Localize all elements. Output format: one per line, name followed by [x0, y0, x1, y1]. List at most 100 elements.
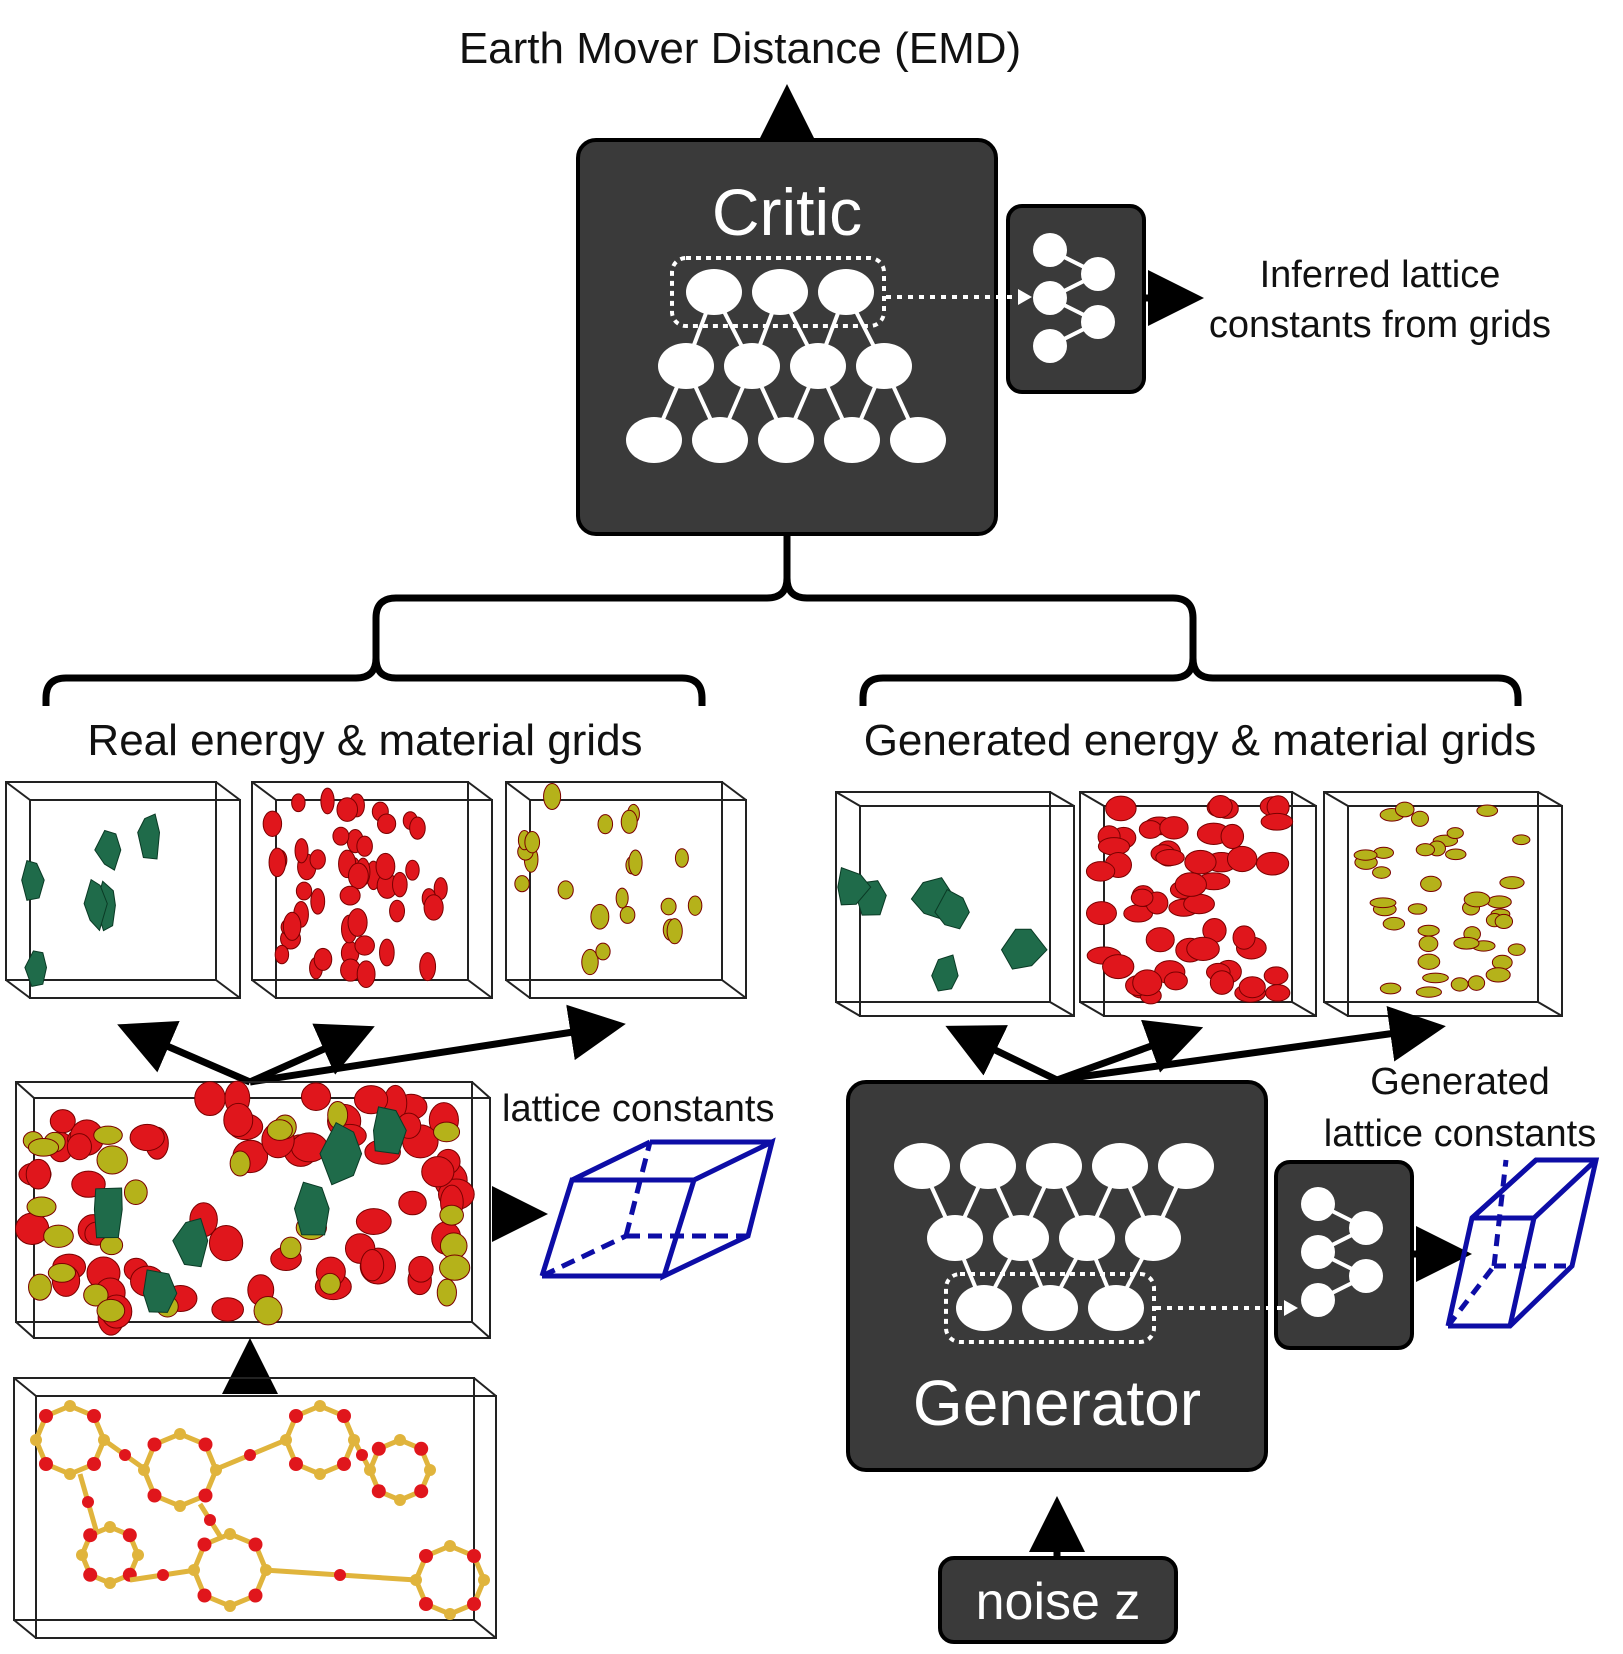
material-blob: [93, 1125, 123, 1145]
energy-blob: [934, 888, 970, 930]
combined-grid-cube-edge: [15, 1321, 35, 1339]
network-node: [824, 417, 880, 463]
real-yellow-cube-edge: [505, 781, 531, 801]
material-blob: [266, 1119, 293, 1141]
brace-real-right: [372, 657, 706, 706]
network-node: [1349, 1259, 1383, 1293]
real-red-cube-edge: [251, 781, 277, 801]
material-blob: [1174, 872, 1207, 897]
material-blob: [1499, 876, 1525, 890]
silicon-atom: [478, 1574, 490, 1586]
material-blob: [66, 1133, 92, 1161]
material-blob: [282, 911, 302, 941]
material-blob: [1232, 925, 1256, 950]
oxygen-atom: [334, 1569, 346, 1581]
silicon-atom: [64, 1468, 76, 1480]
material-blob: [408, 1255, 434, 1283]
silicon-atom: [224, 1528, 236, 1540]
arrow-to-real-energy: [117, 1021, 252, 1086]
material-blob: [1420, 875, 1442, 893]
material-blob: [123, 1179, 148, 1206]
material-blob: [1132, 969, 1163, 997]
critic-network: [626, 269, 946, 463]
material-blob: [581, 948, 599, 976]
material-blob: [295, 881, 313, 901]
oxygen-atom: [119, 1449, 131, 1461]
oxygen-atom: [419, 1549, 433, 1563]
inferred-line-2: constants from grids: [1208, 304, 1552, 346]
material-blob: [229, 1150, 251, 1177]
material-blob: [1382, 916, 1406, 931]
gen-energy-cube-edge: [1049, 791, 1075, 807]
material-blob: [1507, 943, 1526, 956]
energy-blob: [293, 1181, 330, 1236]
network-node: [1033, 233, 1067, 267]
material-blob: [1417, 924, 1440, 937]
energy-blob: [319, 1122, 363, 1186]
oxygen-atom: [356, 1449, 368, 1461]
material-blob: [279, 1236, 302, 1260]
silicon-atom: [104, 1521, 116, 1533]
material-blob: [354, 935, 375, 956]
material-blob: [262, 810, 283, 837]
gen-energy-cube-edge: [1049, 1001, 1075, 1017]
network-node: [1301, 1235, 1335, 1269]
critic-to-head-arrowhead: [1018, 289, 1032, 305]
material-blob: [660, 897, 677, 916]
real-yellow-cube-edge: [721, 781, 747, 801]
material-blob: [379, 938, 395, 967]
oxygen-atom: [248, 1537, 263, 1552]
material-blob: [15, 1212, 50, 1245]
material-blob: [1379, 982, 1402, 995]
network-node: [1022, 1285, 1078, 1331]
material-blob: [376, 813, 397, 834]
gen-red-cube-edge: [1079, 1001, 1105, 1017]
gen-energy-cube-edge: [835, 791, 861, 807]
material-blob: [356, 835, 373, 857]
critic-label: Critic: [711, 175, 863, 249]
generator-feature-highlight: [944, 1272, 1156, 1344]
network-node: [1158, 1143, 1214, 1189]
network-node: [1125, 1215, 1181, 1261]
material-blob: [1450, 977, 1469, 992]
generated-lattice-line-2: lattice constants: [1323, 1113, 1597, 1155]
material-blob: [1265, 984, 1291, 1002]
silicon-atom: [174, 1500, 186, 1512]
material-blob: [99, 1235, 124, 1256]
silicon-atom: [394, 1434, 406, 1446]
network-node: [960, 1143, 1016, 1189]
network-node: [1088, 1285, 1144, 1331]
material-blob: [1097, 837, 1131, 856]
zeolite-cell-edge: [13, 1619, 37, 1639]
emd-title: Earth Mover Distance (EMD): [458, 24, 1022, 73]
generated-lattice-cell: [1445, 1157, 1600, 1329]
energy-blob: [142, 1269, 178, 1313]
network-node: [1092, 1143, 1148, 1189]
material-blob: [223, 1102, 254, 1138]
material-blob: [1415, 843, 1436, 857]
material-blob: [1410, 810, 1429, 827]
network-node: [993, 1215, 1049, 1261]
material-blob: [1453, 936, 1480, 950]
material-blob: [439, 1204, 464, 1226]
network-node: [894, 1143, 950, 1189]
network-node: [1301, 1283, 1335, 1317]
zeolite-cell-edge: [473, 1377, 497, 1397]
real-grids-label: Real energy & material grids: [87, 716, 643, 765]
zeolite-cell-back: [35, 1395, 497, 1639]
gen-yellow-cube-edge: [1323, 791, 1349, 807]
network-node: [818, 269, 874, 315]
combined-grid-cube-edge: [15, 1081, 35, 1099]
oxygen-atom: [414, 1484, 429, 1499]
lattice-constants-label: lattice constants: [502, 1088, 775, 1130]
material-blob: [310, 888, 326, 915]
material-blob: [524, 831, 541, 854]
energy-blob: [931, 954, 959, 992]
material-blob: [1415, 986, 1442, 998]
oxygen-atom: [244, 1449, 256, 1461]
material-blob: [43, 1224, 74, 1248]
material-blob: [1138, 820, 1163, 839]
material-blob: [1238, 976, 1266, 999]
inferred-line-1: Inferred lattice: [1259, 254, 1501, 296]
material-blob: [1369, 897, 1397, 909]
